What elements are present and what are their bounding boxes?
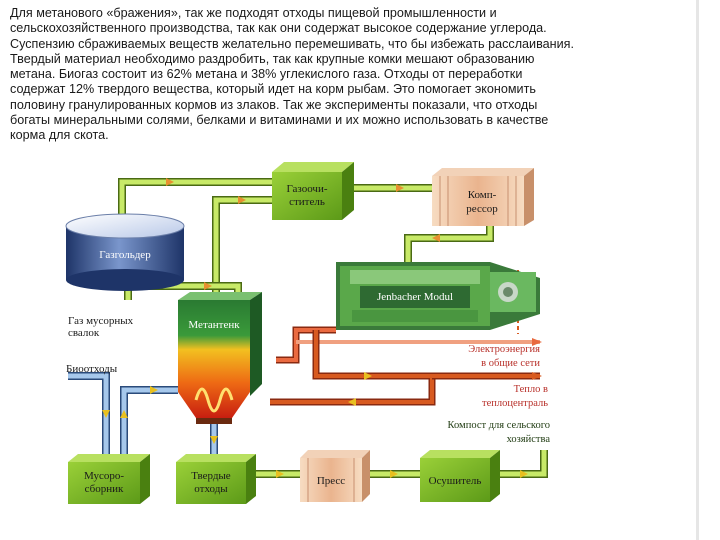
heat-lines xyxy=(270,270,540,406)
text-line: содержат 12% твердого вещества, который … xyxy=(10,82,536,97)
waste-collector-box: Мусоро- сборник xyxy=(68,454,150,504)
text-line: сельскохозяйственного производства, так … xyxy=(10,21,547,36)
text-line: Твердый материал необходимо раздробить, … xyxy=(10,51,535,66)
text-line: половину гранулированных кормов из злако… xyxy=(10,97,538,112)
gasholder-tank: Газгольдер xyxy=(65,213,185,291)
slide-edge xyxy=(690,0,720,540)
compost-label-2: хозяйства xyxy=(507,434,551,445)
text-line: метана. Биогаз состоит из 62% метана и 3… xyxy=(10,67,523,82)
heat-label-2: теплоцентраль xyxy=(482,398,548,409)
electricity-label-2: в общие сети xyxy=(481,358,540,369)
text-line: корма для скота. xyxy=(10,128,109,143)
digester-label: Метантенк xyxy=(188,319,240,331)
landfill-gas-label-1: Газ мусорных xyxy=(68,315,134,327)
dryer-label: Осушитель xyxy=(429,475,482,487)
generator-module: Jenbacher Modul xyxy=(336,262,540,330)
text-line: Для метанового «бражения», так же подход… xyxy=(10,6,497,20)
dryer-box: Осушитель xyxy=(420,450,500,502)
generator-label: Jenbacher Modul xyxy=(377,291,453,303)
green-pipes-bottom xyxy=(256,450,548,478)
press-box: Пресс xyxy=(300,450,370,502)
heat-label-1: Тепло в xyxy=(514,384,548,395)
electricity-label-1: Электроэнергия xyxy=(468,344,540,355)
text-line: богаты минеральными солями, белками и ви… xyxy=(10,113,549,128)
compost-label-1: Компост для сельского xyxy=(448,420,550,431)
press-label: Пресс xyxy=(317,475,345,487)
digester-tank: Метантенк xyxy=(178,292,262,424)
flow-arrows xyxy=(102,178,542,478)
landfill-gas-label-2: свалок xyxy=(68,327,100,339)
solid-waste-label-1: Твердые xyxy=(191,470,231,482)
compressor-label-2: рессор xyxy=(466,203,498,215)
description-text: Для метанового «бражения», так же подход… xyxy=(10,6,680,166)
collector-label-2: сборник xyxy=(85,483,124,495)
purifier-label-2: ститель xyxy=(289,196,325,208)
biowaste-label: Биоотходы xyxy=(66,363,118,375)
collector-label-1: Мусоро- xyxy=(84,470,124,482)
gasholder-label: Газгольдер xyxy=(99,249,151,261)
purifier-label-1: Газоочи- xyxy=(286,183,327,195)
text-line: Суспензию сбраживаемых веществ желательн… xyxy=(10,36,574,51)
gas-purifier-box: Газоочи- ститель xyxy=(272,162,354,220)
solid-waste-label-2: отходы xyxy=(194,483,228,495)
compressor-label-1: Комп- xyxy=(468,189,497,201)
solid-waste-box: Твердые отходы xyxy=(176,454,256,504)
compressor-box: Комп- рессор xyxy=(432,168,534,226)
